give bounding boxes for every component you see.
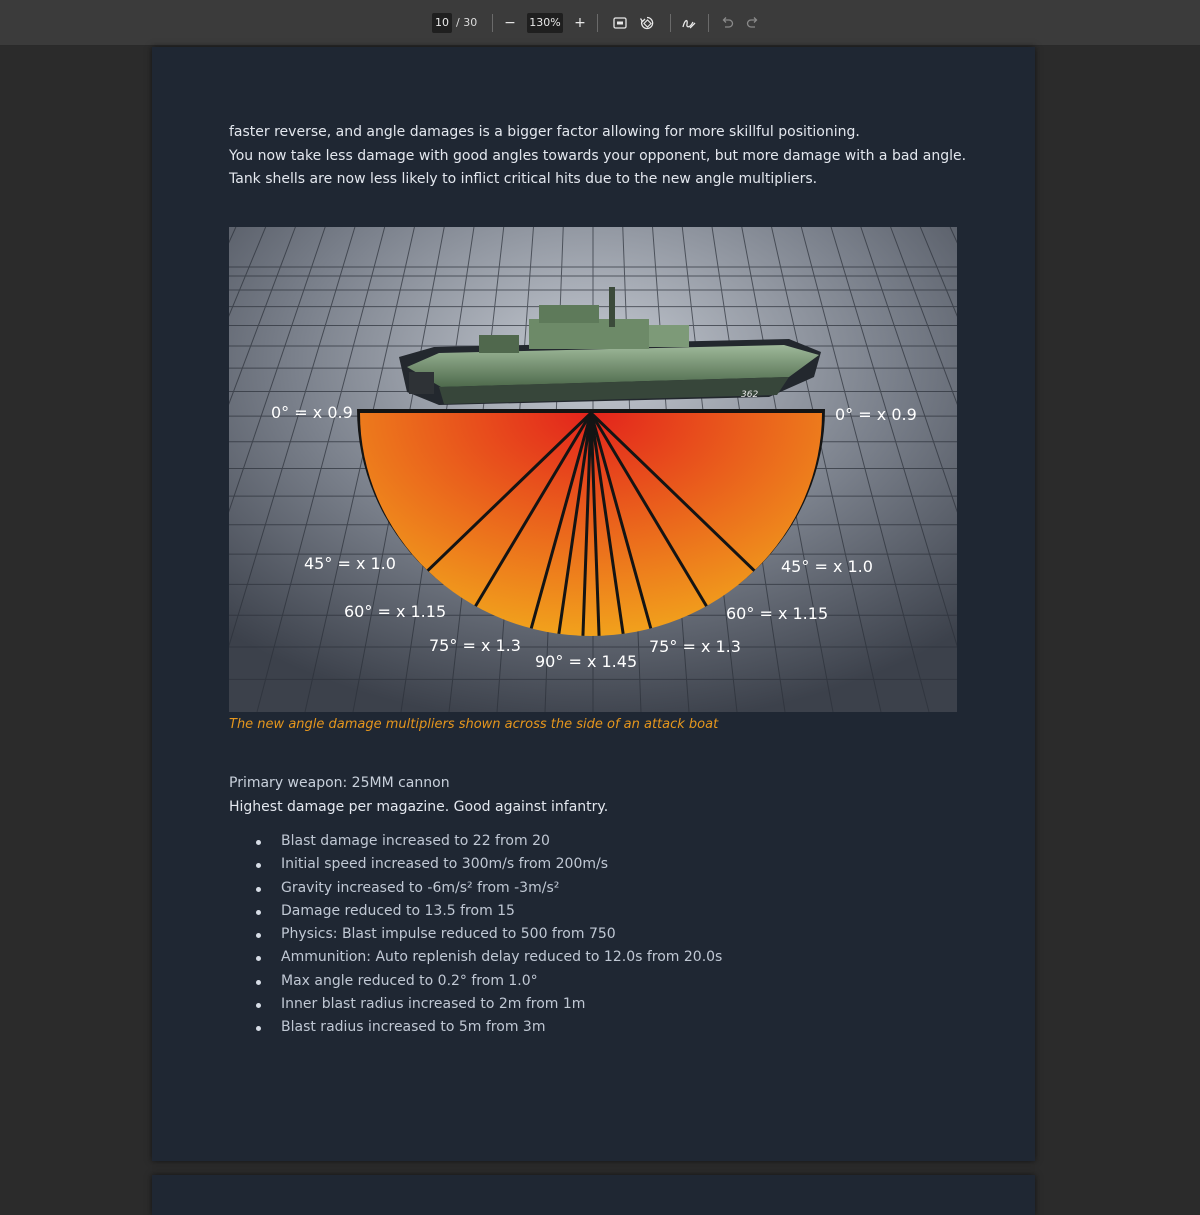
intro-line: You now take less damage with good angle… [229, 147, 967, 164]
fan-ray [474, 412, 593, 607]
draw-icon[interactable] [679, 13, 699, 33]
label-left-75: 75° = x 1.3 [429, 636, 521, 655]
intro-paragraph: faster reverse, and angle damages is a b… [229, 121, 966, 192]
weapon-title: Primary weapon: 25MM cannon [229, 775, 450, 791]
list-item: Initial speed increased to 300m/s from 2… [229, 853, 722, 876]
page-number-input[interactable]: 10 [432, 13, 452, 33]
label-right-60: 60° = x 1.15 [726, 604, 828, 623]
label-left-45: 45° = x 1.0 [304, 554, 396, 573]
zoom-level-input[interactable]: 130% [527, 13, 563, 33]
list-item: Max angle reduced to 0.2° from 1.0° [229, 970, 722, 993]
fan-divider-lines [426, 411, 756, 636]
hull-number: 362 [741, 390, 758, 400]
intro-line: Tank shells are now less likely to infli… [229, 171, 818, 187]
fan-ray [589, 412, 625, 635]
multiplier-labels: 0° = x 0.9 0° = x 0.9 45° = x 1.0 45° = … [271, 403, 917, 671]
page-total: / 30 [456, 16, 478, 29]
list-item: Blast radius increased to 5m from 3m [229, 1016, 722, 1039]
toolbar-divider [492, 14, 493, 32]
perspective-grid [229, 227, 957, 712]
fan-ray [589, 411, 756, 572]
label-right-0: 0° = x 0.9 [835, 405, 917, 424]
rotate-icon[interactable] [637, 13, 657, 33]
fan-ray [589, 412, 653, 629]
figure-caption: The new angle damage multipliers shown a… [229, 717, 719, 732]
undo-icon[interactable] [717, 13, 737, 33]
fan-ray [426, 411, 593, 572]
redo-icon[interactable] [743, 13, 763, 33]
attack-boat-image: 362 [399, 287, 821, 405]
angle-multiplier-figure: 362 0° = x 0.9 0° = x 0.9 45° = x 1.0 45… [229, 227, 957, 712]
list-item: Gravity increased to -6m/s² from -3m/s² [229, 877, 722, 900]
label-left-0: 0° = x 0.9 [271, 403, 353, 422]
toolbar-divider [597, 14, 598, 32]
zoom-out-button[interactable]: − [504, 15, 516, 31]
fan-ray [581, 412, 593, 636]
label-right-45: 45° = x 1.0 [781, 557, 873, 576]
list-item: Inner blast radius increased to 2m from … [229, 993, 722, 1016]
list-item: Ammunition: Auto replenish delay reduced… [229, 946, 722, 969]
label-right-75: 75° = x 1.3 [649, 637, 741, 656]
list-item: Damage reduced to 13.5 from 15 [229, 900, 722, 923]
label-center-90: 90° = x 1.45 [535, 652, 637, 671]
angle-diagram: 362 0° = x 0.9 0° = x 0.9 45° = x 1.0 45… [229, 227, 957, 712]
fan-ray [529, 412, 593, 629]
fan-ray [589, 412, 601, 636]
fit-page-icon[interactable] [610, 13, 630, 33]
list-item: Blast damage increased to 22 from 20 [229, 830, 722, 853]
toolbar-divider [708, 14, 709, 32]
pdf-toolbar: 10 / 30 − 130% + [0, 0, 1200, 46]
weapon-section: Primary weapon: 25MM cannon Highest dama… [229, 772, 608, 819]
zoom-in-button[interactable]: + [574, 15, 586, 31]
damage-fan [360, 413, 822, 636]
weapon-changes-list: Blast damage increased to 22 from 20 Ini… [229, 830, 722, 1040]
fan-ray [557, 412, 593, 635]
intro-line: faster reverse, and angle damages is a b… [229, 124, 860, 140]
toolbar-divider [670, 14, 671, 32]
fan-ray [589, 412, 708, 607]
list-item: Physics: Blast impulse reduced to 500 fr… [229, 923, 722, 946]
document-page: faster reverse, and angle damages is a b… [152, 47, 1035, 1161]
next-page [152, 1175, 1035, 1215]
weapon-description: Highest damage per magazine. Good agains… [229, 798, 609, 815]
label-left-60: 60° = x 1.15 [344, 602, 446, 621]
